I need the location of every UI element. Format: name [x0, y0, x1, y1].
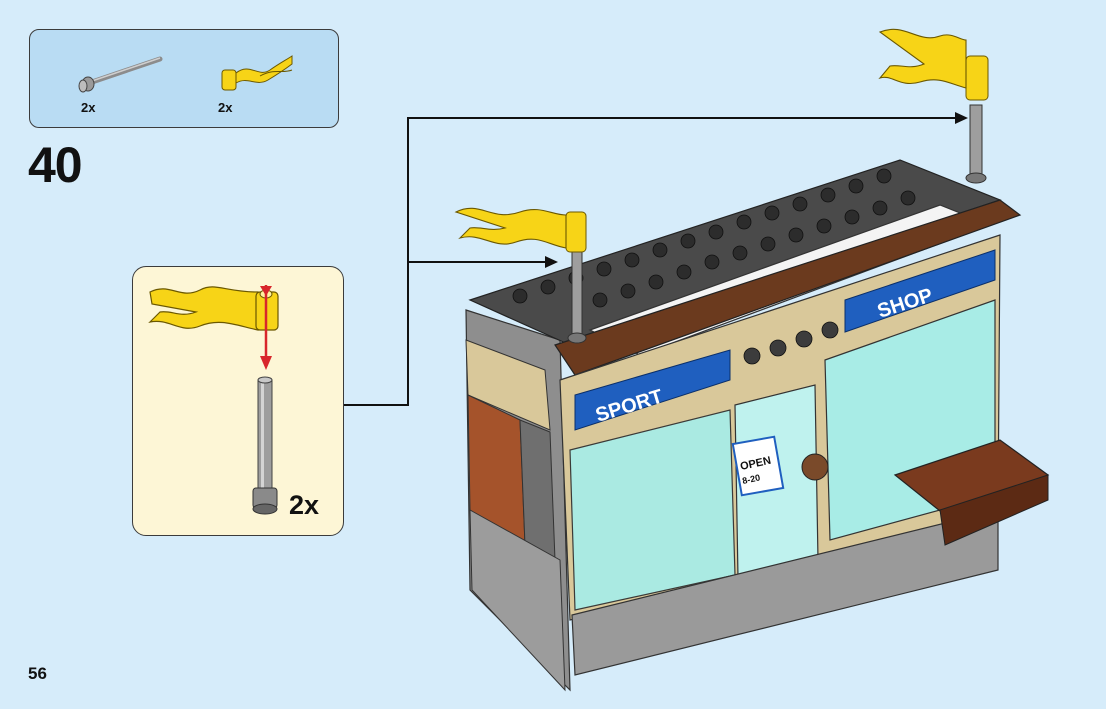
sub-assembly-illustration — [148, 285, 279, 515]
flag-part — [221, 55, 293, 91]
antenna-pole-part — [78, 56, 163, 93]
parts-illustrations — [78, 55, 293, 93]
down-arrow-icon — [260, 285, 272, 370]
roof-studs — [512, 168, 916, 308]
page-number: 56 — [28, 664, 47, 683]
sub-assembly-quantity: 2x — [289, 490, 320, 520]
model-flag-left — [454, 207, 587, 344]
model-flag-right — [878, 28, 989, 184]
step-number: 40 — [28, 137, 83, 193]
model-illustration: SPORT SHOP OPEN 8-20 — [454, 28, 1050, 692]
open-hours-text: 8-20 — [741, 472, 761, 486]
antenna-pole-quantity: 2x — [81, 100, 96, 115]
connector-lines — [344, 112, 968, 406]
round-bricks — [743, 321, 839, 365]
parts-list-panel: 2x 2x — [29, 29, 339, 128]
flag-quantity: 2x — [218, 100, 233, 115]
